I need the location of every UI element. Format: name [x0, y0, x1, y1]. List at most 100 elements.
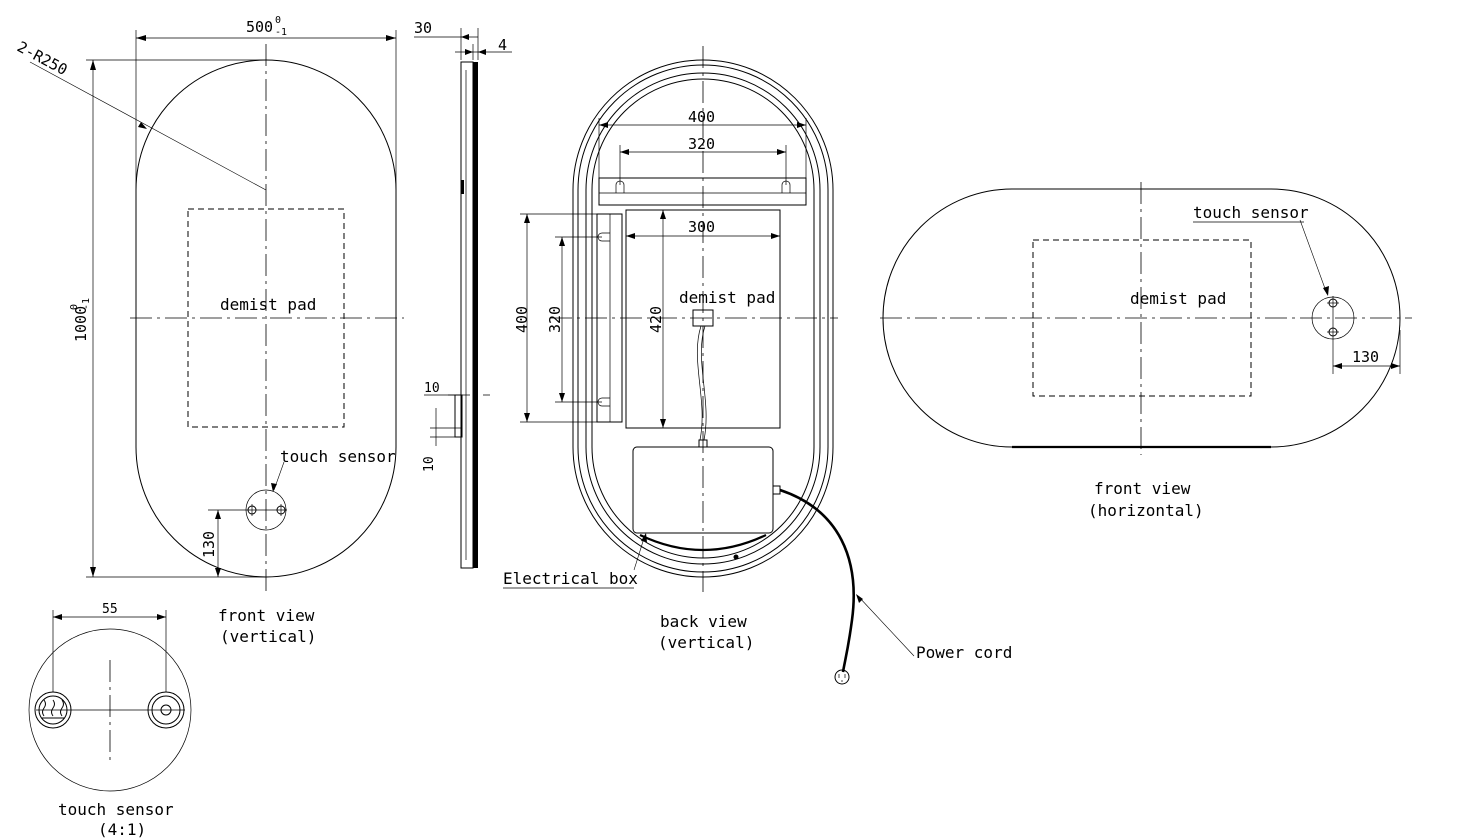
frame-profile [460, 61, 474, 569]
heat-icon [42, 699, 64, 717]
plug-pins [838, 674, 846, 682]
pad-wire [697, 325, 703, 441]
pad-connector [692, 309, 714, 327]
caption-line-1: touch sensor [58, 800, 174, 819]
touch-sensor-detail: 55 touch sensor (4:1) [28, 602, 192, 839]
pad-width-dimension-text: 300 [688, 218, 715, 236]
arrowhead [53, 614, 62, 620]
arrowhead [1391, 363, 1400, 369]
bottom-strip [639, 534, 767, 552]
top-outer-dimension-text: 400 [688, 108, 715, 126]
front-view-vertical: demist pad 500 0 -1 1000 0 -1 2-R250 tou… [14, 15, 404, 646]
height-tolerance-lower: -1 [81, 298, 92, 310]
caption-line-2: (vertical) [220, 627, 316, 646]
caption-line-1: back view [660, 612, 747, 631]
pad-wire [701, 325, 707, 441]
plug [834, 669, 850, 685]
arrowhead [524, 413, 530, 422]
frame-step [461, 180, 464, 194]
back-view-vertical: 400 320 400 320 300 420 demist pad [503, 46, 1012, 685]
top-hanging-rail [598, 177, 807, 206]
box-terminal [698, 439, 708, 448]
height-tolerance-upper: 0 [69, 304, 80, 310]
demist-pad-label: demist pad [220, 295, 316, 314]
sensor-height-dimension-text: 130 [200, 531, 218, 558]
power-cord-label: Power cord [916, 643, 1012, 662]
arrowhead [797, 122, 806, 128]
mirror-outline-inner [585, 72, 821, 565]
power-cord [779, 488, 855, 673]
depth-dimension-text: 30 [414, 19, 432, 37]
arrowhead [386, 35, 396, 41]
demist-pad-label: demist pad [679, 288, 775, 307]
arrowhead [559, 237, 565, 246]
sensor-leader-line [1299, 219, 1328, 295]
caption-line-1: front view [218, 606, 315, 625]
depth-small-dimension-text: 4 [498, 36, 507, 54]
pad-height-dimension-text: 420 [647, 306, 665, 333]
touch-sensor-label: touch sensor [280, 447, 396, 466]
left-hanging-rail [596, 213, 623, 423]
arrowhead [271, 483, 277, 492]
arrowhead [559, 393, 565, 402]
power-cord-leader [857, 595, 915, 657]
arrowhead [856, 594, 863, 603]
sensor-button-left-inner [38, 695, 68, 725]
arrowhead [461, 34, 469, 40]
touch-sensor-label: touch sensor [1193, 203, 1309, 222]
fixing-point [733, 554, 739, 560]
sensor-button-right-inner [151, 695, 181, 725]
arrowhead [626, 233, 635, 239]
electrical-box-label: Electrical box [503, 569, 638, 588]
sensor-dimension-text: 130 [1352, 348, 1379, 366]
caption-line-2: (4:1) [98, 820, 146, 839]
width-tolerance-upper: 0 [275, 15, 281, 26]
box-cord-gland [772, 485, 781, 495]
caption-line-2: (vertical) [658, 633, 754, 652]
arrowhead [641, 533, 647, 542]
left-inner-dimension-text: 320 [546, 306, 564, 333]
top-inner-dimension-text: 320 [688, 135, 715, 153]
caption-line-2: (horizontal) [1088, 501, 1204, 520]
arrowhead [524, 214, 530, 223]
arrowhead [138, 122, 147, 129]
arrowhead [90, 60, 96, 70]
arrowhead [157, 614, 166, 620]
arrowhead [136, 35, 146, 41]
width-dimension-text: 500 [246, 18, 273, 36]
side-view: 30 4 10 10 [414, 19, 512, 569]
spacing-dimension-text: 55 [102, 602, 118, 617]
arrowhead [90, 567, 96, 577]
arrowhead [771, 233, 780, 239]
power-icon [160, 704, 172, 716]
radius-leader-line [29, 61, 267, 191]
sensor-detail-outline [28, 628, 192, 792]
arrowhead [620, 149, 629, 155]
arrowhead [660, 210, 666, 219]
arrowhead [478, 49, 486, 55]
arrowhead [465, 49, 473, 55]
mirror-glass-profile [473, 62, 478, 568]
arrowhead [660, 419, 666, 428]
caption-line-1: front view [1094, 479, 1191, 498]
arrowhead [1333, 363, 1342, 369]
left-outer-dimension-text: 400 [513, 306, 531, 333]
arrowhead [215, 568, 221, 577]
width-tolerance-lower: -1 [275, 27, 287, 38]
bracket-dimension-text-b: 10 [422, 456, 437, 472]
demist-pad-label: demist pad [1130, 289, 1226, 308]
arrowhead [1323, 286, 1329, 296]
demist-pad-outline [187, 208, 345, 428]
demist-pad-outline [1032, 239, 1252, 397]
arrowhead [215, 510, 221, 519]
mirror-outline-vertical [135, 59, 397, 578]
mirror-outline-frame [577, 64, 829, 573]
mirror-outline-outer [572, 59, 834, 578]
front-view-horizontal: demist pad touch sensor 130 front view (… [880, 182, 1412, 520]
arrowhead [599, 122, 608, 128]
height-dimension-text: 1000 [72, 306, 90, 342]
demist-pad [625, 209, 781, 429]
mirror-outline-backing [591, 78, 815, 559]
radius-note: 2-R250 [14, 38, 70, 79]
